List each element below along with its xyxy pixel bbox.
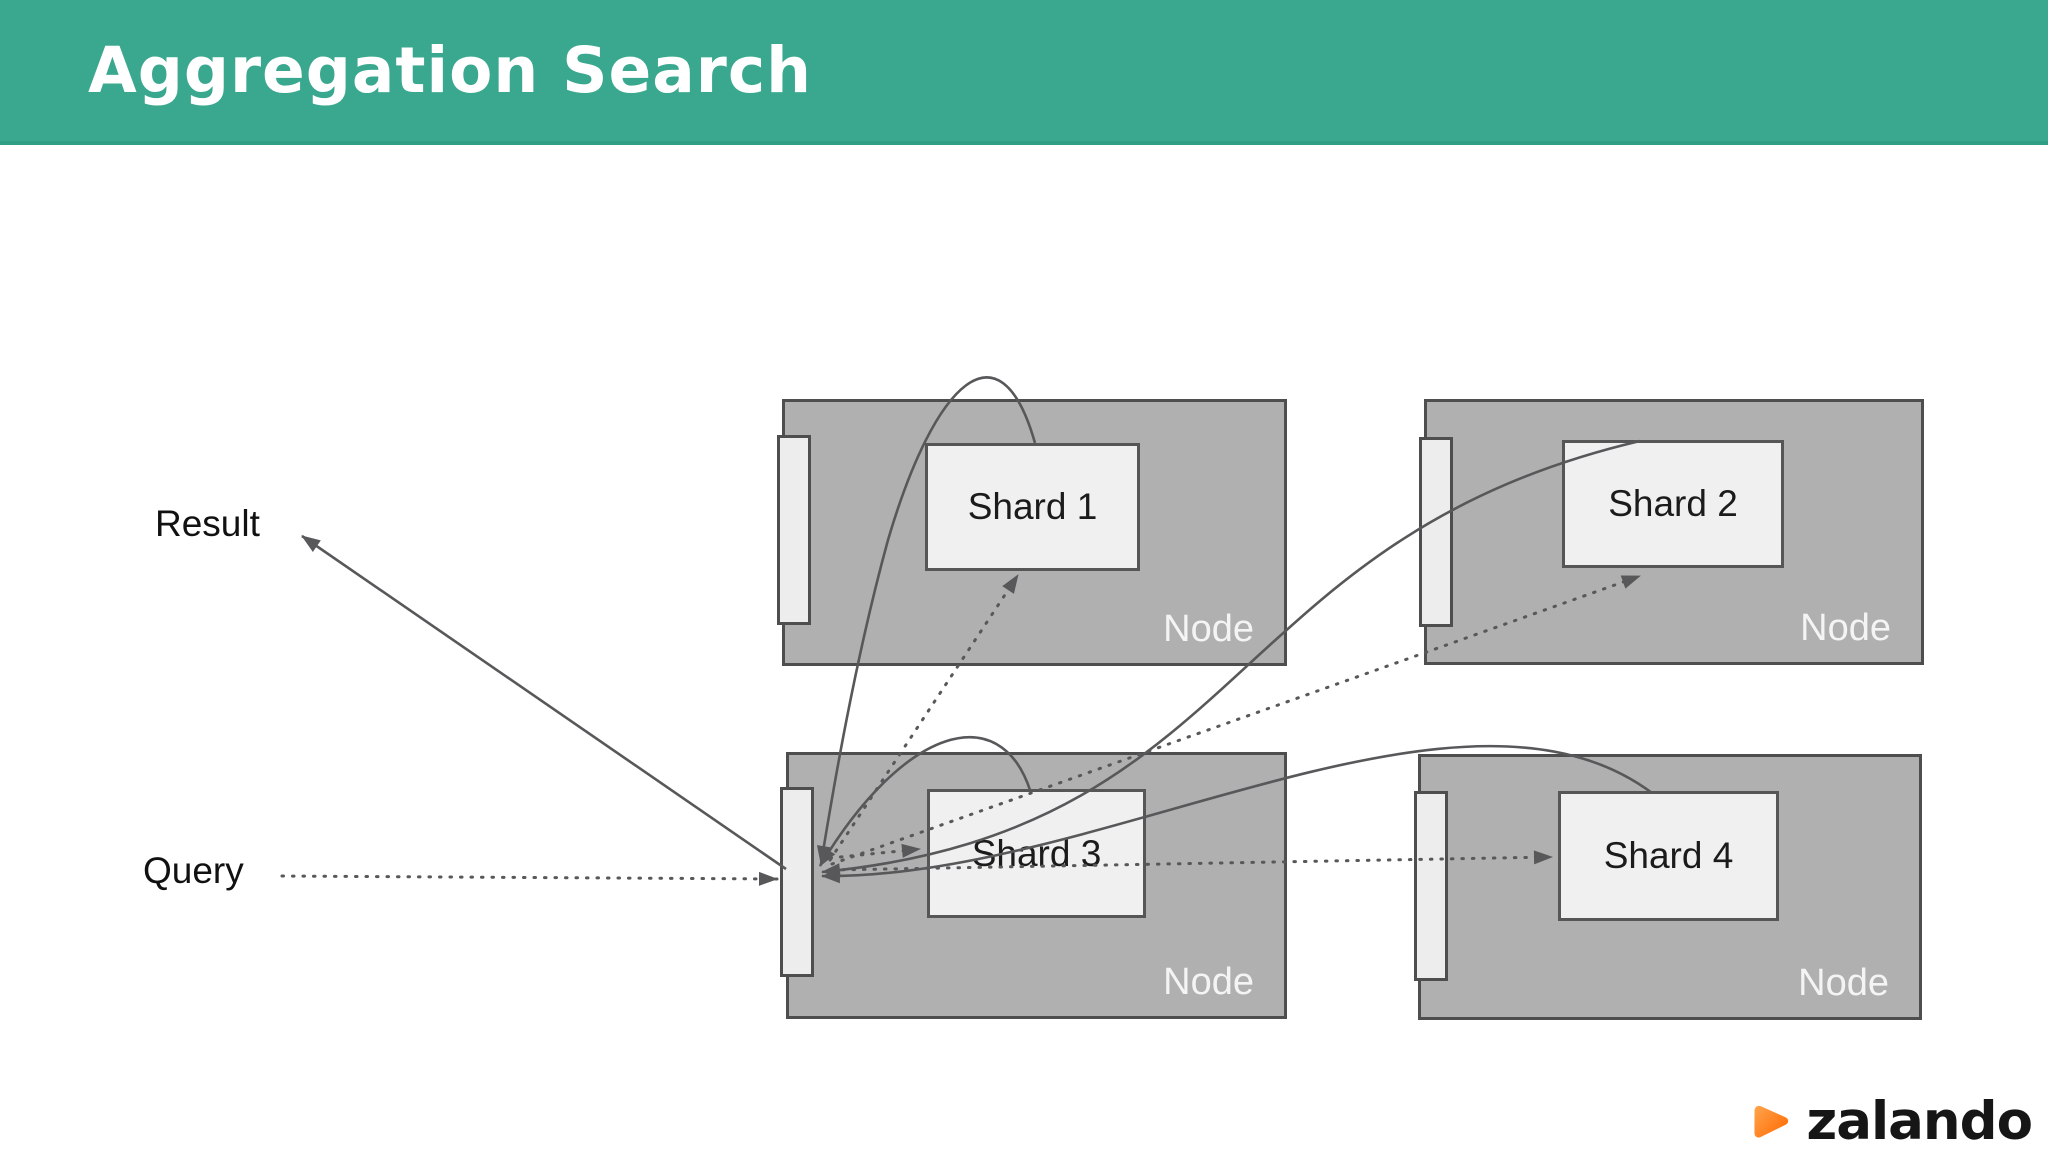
node-1-port-bar xyxy=(777,435,811,625)
query-arrow xyxy=(280,871,779,886)
shard-box-4: Shard 4 xyxy=(1558,791,1779,921)
shard-label: Shard 3 xyxy=(971,832,1102,874)
shard-box-2: Shard 2 xyxy=(1562,440,1784,568)
shard-label: Shard 4 xyxy=(1603,835,1734,876)
node-label: Node xyxy=(1798,962,1889,1004)
shard-box-1: Shard 1 xyxy=(925,443,1140,571)
node-3-port-bar xyxy=(780,787,814,977)
query-label: Query xyxy=(143,850,244,891)
node-label: Node xyxy=(1800,607,1891,649)
zalando-logo: zalando xyxy=(1746,1091,2033,1152)
shard-label: Shard 2 xyxy=(1608,483,1738,524)
result-label: Result xyxy=(155,503,260,544)
slide-header: Aggregation Search xyxy=(0,0,2048,145)
zalando-wordmark: zalando xyxy=(1806,1091,2033,1152)
node-2-port-bar xyxy=(1419,437,1453,627)
shard-box-3: Shard 3 xyxy=(927,789,1146,918)
node-label: Node xyxy=(1163,608,1254,650)
slide-title: Aggregation Search xyxy=(88,34,813,107)
shard-label: Shard 1 xyxy=(967,486,1098,527)
node-label: Node xyxy=(1163,961,1254,1003)
node-4-port-bar xyxy=(1414,791,1448,981)
result-arrow xyxy=(301,534,787,871)
zalando-mark-icon xyxy=(1754,1105,1789,1138)
